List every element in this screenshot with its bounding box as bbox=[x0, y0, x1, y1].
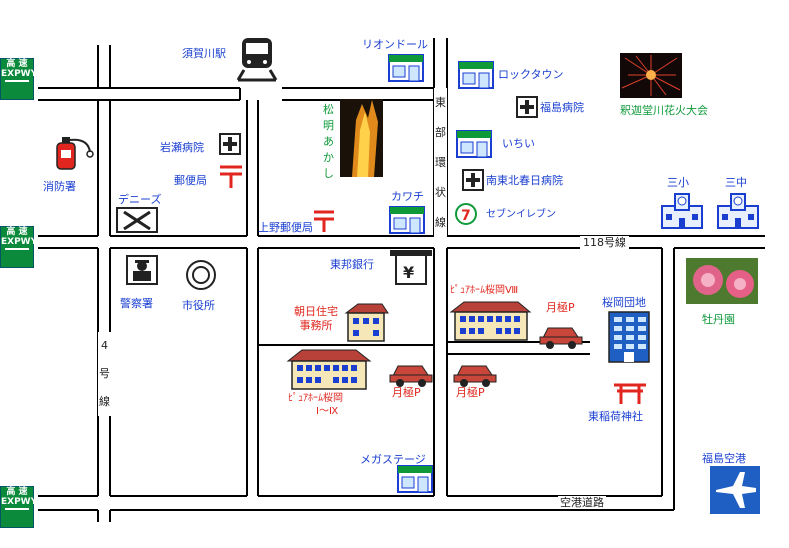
police-icon bbox=[126, 255, 158, 285]
peony-garden-photo bbox=[686, 258, 758, 304]
label-rock-town: ロックタウン bbox=[498, 68, 564, 81]
train-icon bbox=[236, 38, 278, 82]
office-building-icon bbox=[344, 303, 389, 342]
label-botan-en: 牡丹園 bbox=[702, 313, 735, 326]
school-icon bbox=[717, 193, 759, 229]
road-label-route-4: 4号線 bbox=[98, 332, 111, 416]
store-icon bbox=[388, 54, 424, 82]
highway-sign-bar bbox=[5, 248, 29, 250]
label-fire-station: 消防署 bbox=[43, 180, 76, 193]
label-pure-home-1-9: ﾋﾟｭｱﾎｰﾑ桜岡 bbox=[288, 393, 343, 404]
label-iwase-hospital: 岩瀬病院 bbox=[160, 141, 204, 154]
hospital-icon bbox=[516, 96, 538, 118]
fire-extinguisher-icon bbox=[56, 137, 94, 170]
label-san-chu: 三中 bbox=[725, 176, 747, 189]
road-network bbox=[38, 38, 765, 522]
road-label-route-118: 118号線 bbox=[580, 236, 629, 249]
highway-sign: 高 速 EXPWY bbox=[0, 486, 38, 528]
school-icon bbox=[661, 193, 703, 229]
car-icon bbox=[453, 365, 497, 387]
highway-sign-bar bbox=[5, 508, 29, 510]
torch-festival-photo bbox=[340, 99, 383, 177]
road-label-airport-road: 空港道路 bbox=[558, 496, 606, 509]
svg-text:¥: ¥ bbox=[403, 263, 414, 282]
label-police: 警察署 bbox=[120, 297, 153, 310]
label-taimatsu: 松明あかし bbox=[323, 103, 334, 180]
fireworks-photo bbox=[620, 53, 682, 98]
label-ichii: いちい bbox=[502, 137, 535, 150]
highway-sign-top: 高 速 bbox=[6, 227, 28, 237]
highway-sign-bottom: EXPWY bbox=[1, 497, 38, 507]
label-sukagawa-station: 須賀川駅 bbox=[182, 47, 226, 60]
housing-complex-icon bbox=[608, 311, 650, 363]
label-city-hall: 市役所 bbox=[182, 299, 215, 312]
label-higashi-inari: 東稲荷神社 bbox=[588, 410, 643, 423]
label-kawachi: カワチ bbox=[391, 190, 424, 203]
label-fukushima-hospital: 福島病院 bbox=[540, 101, 584, 114]
airport-icon bbox=[710, 466, 760, 514]
hospital-icon bbox=[462, 169, 484, 191]
label-pure-home-1-9-range: Ⅰ～Ⅸ bbox=[316, 406, 339, 417]
svg-text:7: 7 bbox=[461, 208, 471, 224]
post-office-icon bbox=[314, 210, 334, 232]
label-ueno-post: 上野郵便局 bbox=[258, 221, 313, 234]
apartment-building-icon bbox=[286, 349, 372, 390]
label-mega-stage: メガステージ bbox=[360, 453, 426, 466]
label-fireworks: 釈迦堂川花火大会 bbox=[620, 104, 708, 117]
label-asahi-jutaku: 朝日住宅事務所 bbox=[294, 305, 338, 333]
hospital-icon bbox=[219, 133, 241, 155]
label-post-office: 郵便局 bbox=[174, 174, 207, 187]
label-asahi-jutaku-text: 朝日住宅事務所 bbox=[294, 305, 338, 332]
bank-icon: ¥ bbox=[390, 250, 432, 285]
restaurant-icon bbox=[116, 207, 158, 233]
label-tsukigime-p: 月極P bbox=[456, 386, 485, 399]
highway-sign-bottom: EXPWY bbox=[1, 237, 38, 247]
label-toho-bank: 東邦銀行 bbox=[330, 258, 374, 271]
store-icon bbox=[456, 130, 492, 158]
highway-sign-top: 高 速 bbox=[6, 59, 28, 69]
road-label-higashi-kanjo: 東部環状線 bbox=[434, 88, 447, 238]
label-pure-home-8: ﾋﾟｭｱﾎｰﾑ桜岡Ⅷ bbox=[450, 285, 519, 296]
city-hall-icon bbox=[186, 260, 216, 290]
post-office-icon bbox=[220, 165, 242, 188]
label-dennys: デニーズ bbox=[118, 193, 162, 206]
highway-sign: 高 速 EXPWY bbox=[0, 58, 38, 100]
label-tsukigime-p: 月極P bbox=[546, 301, 575, 314]
label-fukushima-airport: 福島空港 bbox=[702, 452, 746, 465]
store-icon bbox=[389, 206, 425, 234]
label-nantou-hospital: 南東北春日病院 bbox=[486, 174, 563, 187]
shrine-torii-icon bbox=[614, 383, 646, 404]
highway-sign-bottom: EXPWY bbox=[1, 69, 38, 79]
highway-sign: 高 速 EXPWY bbox=[0, 226, 38, 268]
car-icon bbox=[539, 327, 583, 349]
label-sakuraoka-danchi: 桜岡団地 bbox=[602, 296, 646, 309]
label-san-sho: 三小 bbox=[667, 176, 689, 189]
store-icon bbox=[397, 465, 433, 493]
label-seven-eleven: セブンイレブン bbox=[486, 209, 556, 220]
seven-eleven-icon: 7 bbox=[455, 203, 477, 225]
car-icon bbox=[389, 365, 433, 387]
label-riondor: リオンドール bbox=[362, 38, 428, 51]
highway-sign-top: 高 速 bbox=[6, 487, 28, 497]
apartment-building-icon bbox=[449, 301, 532, 341]
label-tsukigime-p: 月極P bbox=[392, 386, 421, 399]
store-icon bbox=[458, 61, 494, 89]
highway-sign-bar bbox=[5, 80, 29, 82]
